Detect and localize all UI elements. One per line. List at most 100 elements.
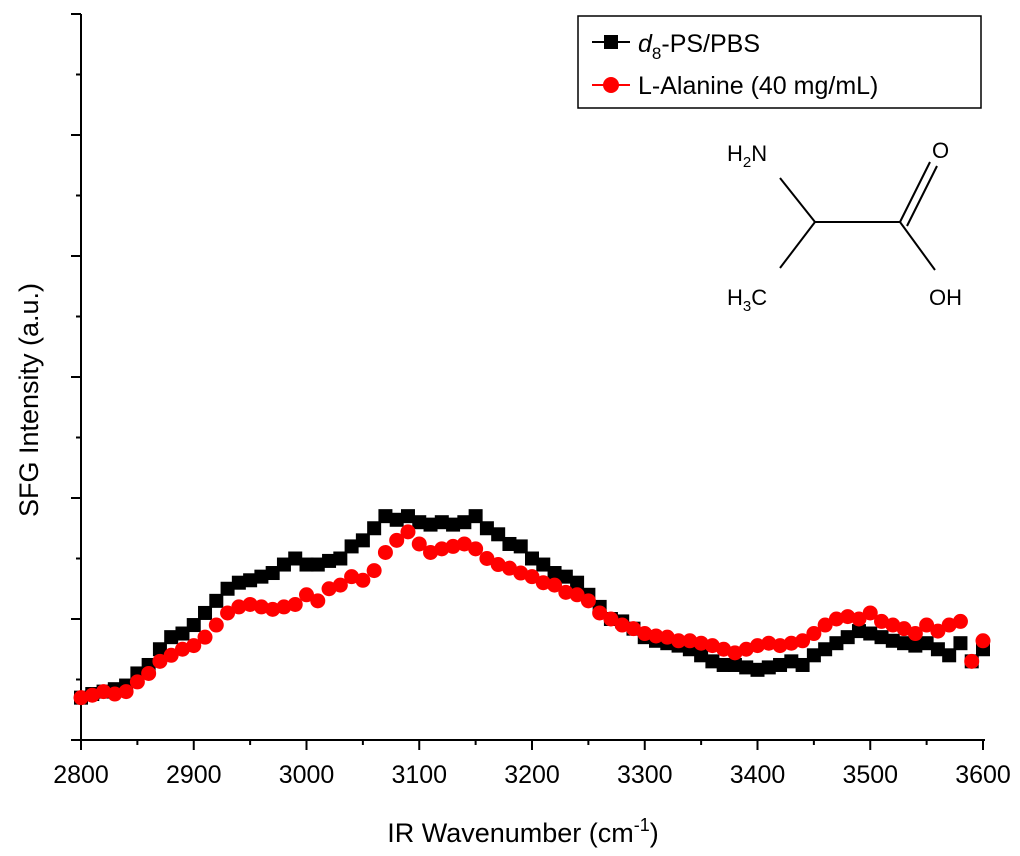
legend-box <box>577 15 982 109</box>
y-axis-title: SFG Intensity (a.u.) <box>14 283 44 517</box>
bond-calpha-ch3 <box>779 221 816 269</box>
data-point-square <box>479 521 494 536</box>
data-point-circle <box>885 617 901 633</box>
data-point-circle <box>163 647 179 663</box>
data-point-circle <box>704 638 720 654</box>
x-tick-label: 2900 <box>166 761 222 789</box>
data-point-square <box>716 657 731 672</box>
data-point-circle <box>919 617 935 633</box>
legend: d8-PS/PBS L-Alanine (40 mg/mL) <box>577 15 982 109</box>
data-point-square <box>558 569 573 584</box>
data-point-circle <box>874 613 890 629</box>
data-point-circle <box>535 575 551 591</box>
data-point-circle <box>197 629 213 645</box>
data-point-square <box>942 648 957 663</box>
data-point-circle <box>907 626 923 642</box>
data-point-circle <box>253 599 269 615</box>
data-point-circle <box>558 584 574 600</box>
data-point-circle <box>321 581 337 597</box>
data-point-circle <box>828 611 844 627</box>
label-nh2: H2N <box>727 141 767 171</box>
data-point-circle <box>817 617 833 633</box>
data-point-circle <box>603 611 619 627</box>
data-point-square <box>739 660 754 675</box>
data-point-circle <box>648 628 664 644</box>
data-point-circle <box>377 544 393 560</box>
data-point-circle <box>366 563 382 579</box>
data-point-square <box>468 509 483 524</box>
label-ch3: H3C <box>727 285 767 315</box>
data-point-square <box>705 654 720 669</box>
data-point-circle <box>840 609 856 625</box>
alanine-structure-inset <box>779 161 938 271</box>
bond-c-oh <box>899 221 936 271</box>
legend-label-d8-ps-pbs: d8-PS/PBS <box>638 30 760 63</box>
data-point-square <box>773 657 788 672</box>
data-point-circle <box>862 605 878 621</box>
data-point-square <box>333 551 348 566</box>
data-point-circle <box>107 686 123 702</box>
data-point-circle <box>693 635 709 651</box>
data-point-circle <box>716 641 732 657</box>
data-point-circle <box>389 532 405 548</box>
label-oh: OH <box>929 285 962 310</box>
data-point-circle <box>445 538 461 554</box>
data-point-circle <box>806 626 822 642</box>
data-point-circle <box>468 541 484 557</box>
data-point-circle <box>671 633 687 649</box>
data-point-square <box>761 660 776 675</box>
data-point-square <box>953 636 968 651</box>
data-point-square <box>164 630 179 645</box>
data-point-circle <box>896 621 912 637</box>
data-point-circle <box>795 633 811 649</box>
data-point-square <box>829 636 844 651</box>
data-point-square <box>389 512 404 527</box>
data-point-circle <box>242 596 258 612</box>
data-point-square <box>570 575 585 590</box>
data-point-circle <box>276 599 292 615</box>
data-point-circle <box>84 687 100 703</box>
data-point-square <box>400 509 415 524</box>
data-point-square <box>919 636 934 651</box>
data-point-circle <box>208 617 224 633</box>
data-point-circle <box>783 635 799 651</box>
data-point-square <box>908 638 923 653</box>
data-point-square <box>457 515 472 530</box>
data-point-square <box>231 575 246 590</box>
data-point-circle <box>580 593 596 609</box>
data-point-square <box>547 566 562 581</box>
data-point-circle <box>231 599 247 615</box>
data-point-circle <box>129 674 145 690</box>
series-l-alanine <box>73 524 991 706</box>
bond-n-calpha <box>779 177 816 223</box>
data-point-circle <box>625 621 641 637</box>
data-point-square <box>367 521 382 536</box>
data-point-circle <box>569 587 585 603</box>
x-axis-title: IR Wavenumber (cm-1) <box>387 815 659 848</box>
data-point-circle <box>152 653 168 669</box>
data-point-square <box>423 517 438 532</box>
data-point-square <box>322 553 337 568</box>
bond-c-o-double-1 <box>899 161 931 223</box>
data-point-circle <box>434 541 450 557</box>
bond-c-o-double-2 <box>906 165 938 227</box>
data-point-square <box>175 626 190 641</box>
data-point-circle <box>952 613 968 629</box>
inset-labels: H2N O H3C OH <box>727 138 962 315</box>
data-point-square <box>525 551 539 566</box>
data-point-circle <box>750 638 765 654</box>
data-point-square <box>254 569 269 584</box>
x-tick-label: 3500 <box>842 761 898 789</box>
data-point-circle <box>975 633 991 649</box>
x-ticks <box>80 740 984 750</box>
data-point-square <box>299 557 314 572</box>
data-point-circle <box>220 605 236 621</box>
data-point-circle <box>964 653 980 669</box>
data-point-square <box>784 654 799 669</box>
data-point-circle <box>141 665 157 681</box>
data-point-circle <box>524 569 540 585</box>
data-point-square <box>288 551 303 566</box>
data-point-circle <box>310 593 326 609</box>
